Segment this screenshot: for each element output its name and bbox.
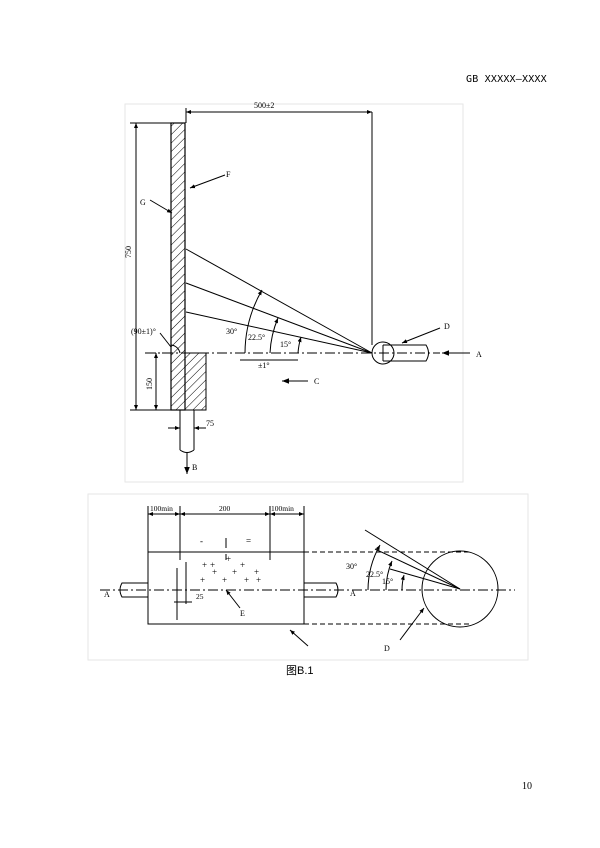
label-c: C <box>314 377 319 386</box>
target-box <box>147 551 305 625</box>
label-a-left: A <box>104 590 110 599</box>
standard-code: GB XXXXX—XXXX <box>466 74 547 85</box>
svg-text:+: + <box>256 575 261 585</box>
svg-text:-: - <box>200 536 203 546</box>
top-view-labels: 500±2 750 150 75 (90±1)° ±1° 30° 22.5° 1… <box>124 101 482 472</box>
lower-block <box>184 352 207 411</box>
angle-15: 15° <box>280 340 291 349</box>
source-d-circle-large <box>421 550 499 628</box>
label-g: G <box>140 198 146 207</box>
angle-tolerance: ±1° <box>258 361 270 370</box>
dim-height: 750 <box>124 246 133 258</box>
svg-text:+: + <box>240 560 245 570</box>
svg-text:+: + <box>212 567 217 577</box>
angle-15-b: 15° <box>382 577 393 586</box>
label-f: F <box>226 170 231 179</box>
hatched-wall <box>170 122 186 411</box>
target-marks: +++ +++ +++ ++ -= <box>200 536 261 585</box>
svg-text:+: + <box>254 567 259 577</box>
page-number: 10 <box>522 781 532 792</box>
label-a: A <box>476 350 482 359</box>
angle-wall: (90±1)° <box>131 327 156 336</box>
figure-caption: 图B.1 <box>286 665 314 677</box>
bottom-view-labels-serif: 30° 22.5° 15° A A D E <box>104 562 393 653</box>
dim-tube: 75 <box>206 419 214 428</box>
angle-22-5: 22.5° <box>248 333 265 342</box>
svg-text:+: + <box>202 560 207 570</box>
dim-width: 500±2 <box>254 101 274 110</box>
svg-text:+: + <box>222 575 227 585</box>
dim-left: 100min <box>150 504 173 513</box>
svg-text:+: + <box>244 575 249 585</box>
top-view <box>124 103 470 483</box>
angle-30: 30° <box>226 327 237 336</box>
angle-22-5-b: 22.5° <box>366 570 383 579</box>
dim-small: 25 <box>196 592 204 601</box>
bottom-view-labels: 100min 200 100min 25 <box>150 504 294 601</box>
svg-text:+: + <box>200 575 205 585</box>
dim-bottom: 150 <box>145 378 154 390</box>
label-d: D <box>444 322 450 331</box>
dim-center: 200 <box>219 504 231 513</box>
label-a-right: A <box>350 589 356 598</box>
label-e: E <box>240 609 245 618</box>
angle-30-b: 30° <box>346 562 357 571</box>
svg-text:+: + <box>226 554 231 564</box>
source-d-circle <box>371 341 395 365</box>
svg-text:+: + <box>210 560 215 570</box>
label-d-b: D <box>384 644 390 653</box>
svg-text:+: + <box>232 567 237 577</box>
svg-text:=: = <box>246 536 251 546</box>
label-b: B <box>192 463 197 472</box>
dim-right: 100min <box>271 504 294 513</box>
bottom-view <box>87 493 529 661</box>
